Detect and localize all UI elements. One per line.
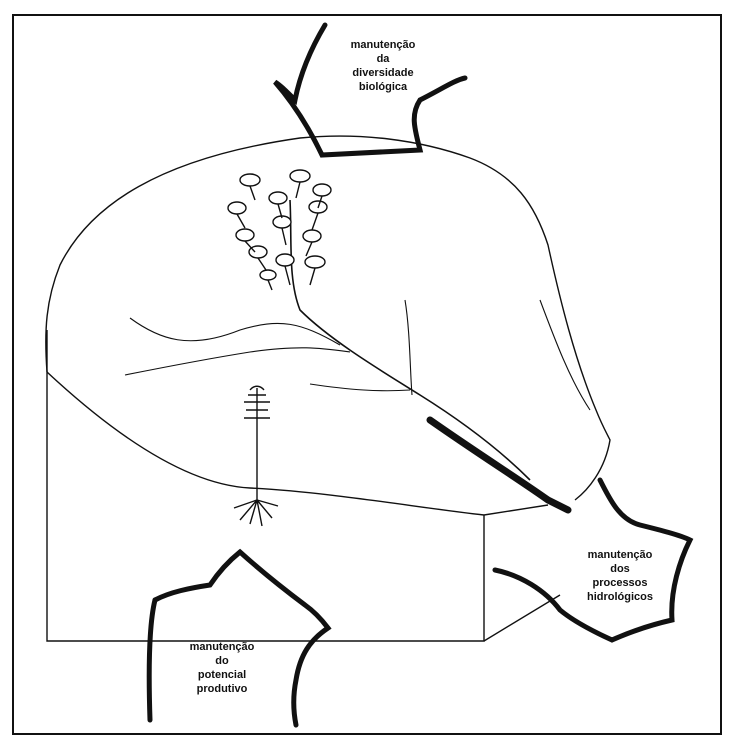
label-line: potencial: [172, 668, 272, 682]
productivity-bracket-left: [149, 600, 155, 720]
label-productivity: manutenção do potencial produtivo: [172, 640, 272, 696]
label-line: da: [338, 52, 428, 66]
label-line: dos: [565, 562, 675, 576]
productivity-bracket: [155, 552, 328, 725]
stream-outlet: [430, 420, 568, 510]
main-stream: [290, 200, 530, 480]
planted-tree: [234, 386, 278, 526]
label-biodiversity: manutenção da diversidade biológica: [338, 38, 428, 94]
label-line: manutenção: [172, 640, 272, 654]
label-line: manutenção: [565, 548, 675, 562]
label-line: hidrológicos: [565, 590, 675, 604]
label-line: processos: [565, 576, 675, 590]
outer-frame: [13, 15, 721, 734]
terrain-block: [47, 330, 560, 641]
label-line: do: [172, 654, 272, 668]
label-line: biológica: [338, 80, 428, 94]
label-line: diversidade: [338, 66, 428, 80]
label-line: manutenção: [338, 38, 428, 52]
label-hydrology: manutenção dos processos hidrológicos: [565, 548, 675, 604]
label-line: produtivo: [172, 682, 272, 696]
